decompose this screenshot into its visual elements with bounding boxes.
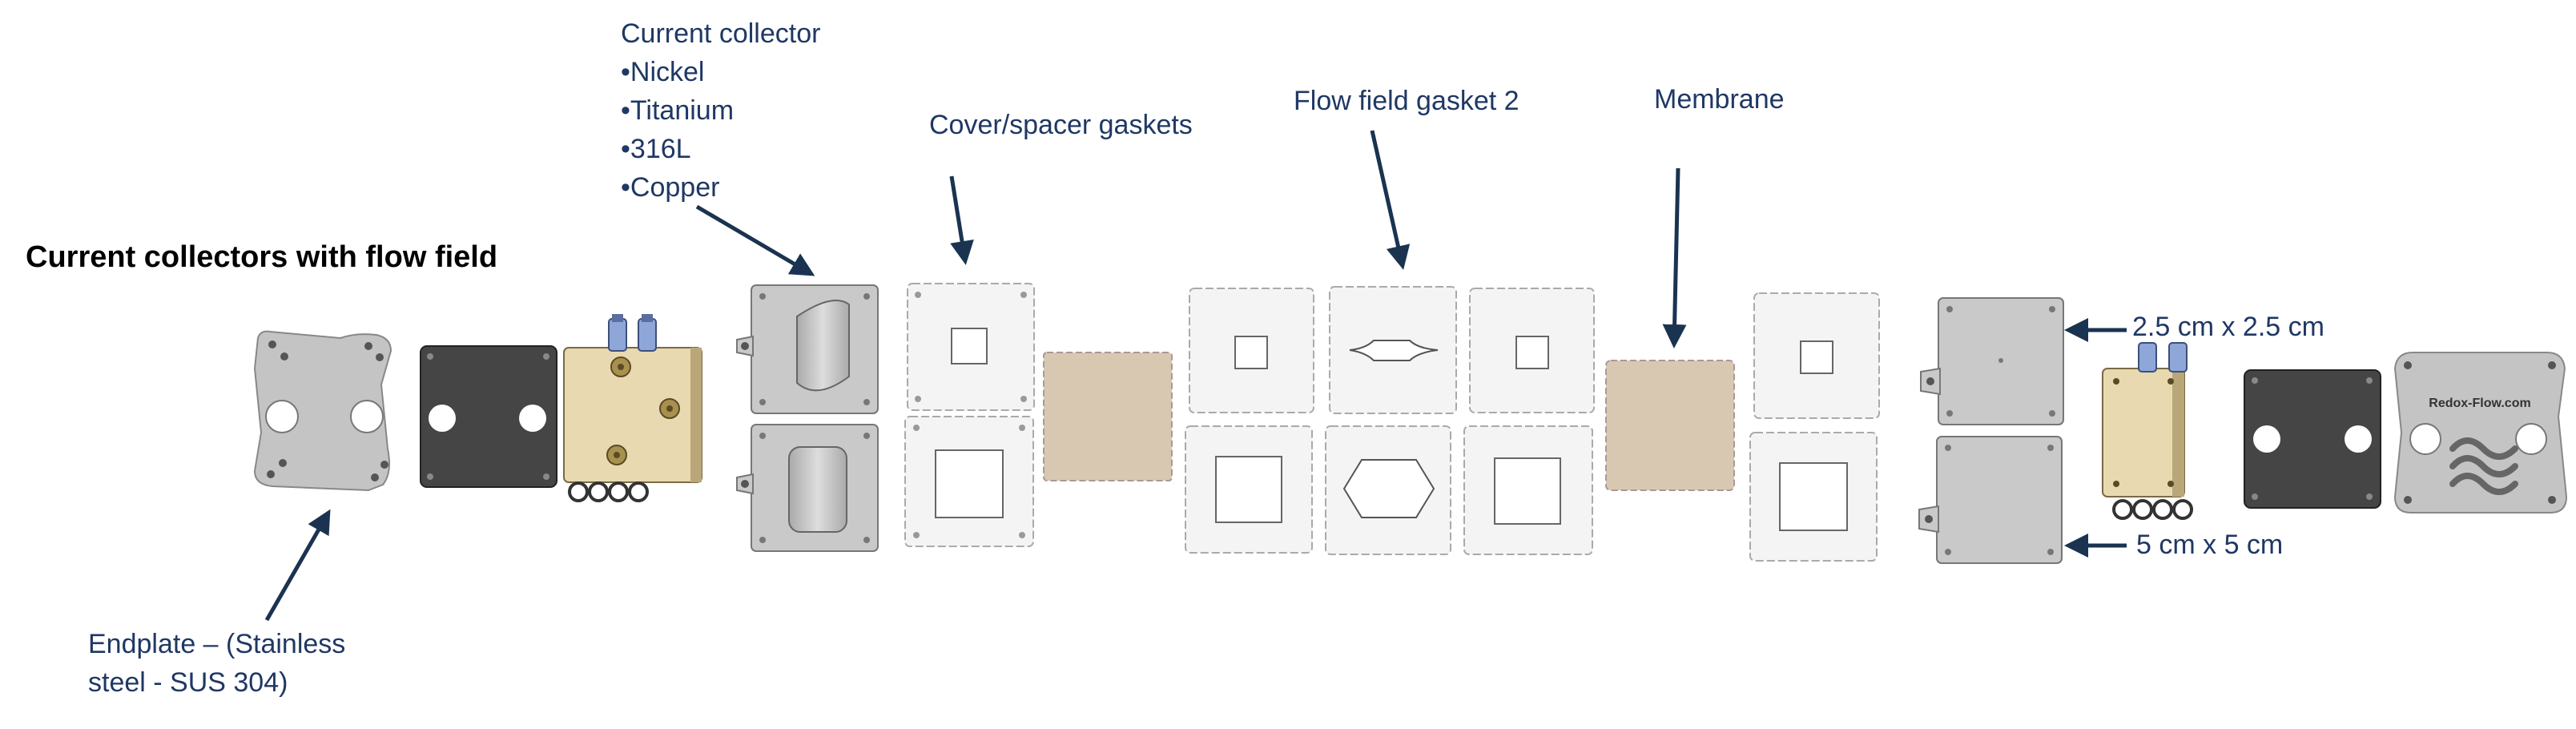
current-collector-item: Titanium: [621, 91, 820, 130]
fitting-icons: [608, 314, 657, 352]
collector-plate-large: [1918, 436, 2063, 564]
left-brass-collector: [563, 314, 702, 502]
o-ring-icons: [568, 481, 649, 502]
logo-text: Redox-Flow.com: [2429, 397, 2530, 410]
flow-field-collector-top: [736, 284, 879, 414]
callout-arrows: [264, 130, 2127, 622]
left-insulating-plate: [420, 345, 557, 488]
arrow-endplate: [264, 509, 331, 622]
label-membrane: Membrane: [1654, 84, 1785, 115]
label-current-collector: Current collector Nickel Titanium 316L C…: [621, 14, 820, 207]
membrane-sheet: [1605, 360, 1735, 491]
label-flow-field-gasket: Flow field gasket 2: [1294, 86, 1519, 116]
gasket-column-1: [1185, 288, 1314, 554]
left-endplate: [253, 330, 392, 492]
label-size-small: 2.5 cm x 2.5 cm: [2132, 312, 2324, 342]
current-collector-item: Copper: [621, 168, 820, 207]
arrow-cover-gasket: [949, 175, 974, 265]
flow-field-collector-bottom: [736, 424, 879, 552]
current-collector-item: 316L: [621, 130, 820, 168]
flow-field-gasket: [1325, 286, 1457, 555]
label-size-large: 5 cm x 5 cm: [2136, 530, 2284, 560]
current-collector-item: Nickel: [621, 53, 820, 91]
wave-logo-icon: [2449, 437, 2518, 495]
arrow-membrane: [1662, 167, 1687, 348]
arrow-current-collector: [695, 204, 815, 276]
collector-plate-small: [1920, 297, 2064, 425]
cover-gasket-large-window: [904, 416, 1034, 547]
felt-electrode-left: [1043, 352, 1173, 481]
endplate-line-2: steel - SUS 304): [88, 667, 288, 698]
right-insulating-plate: [2244, 369, 2381, 509]
label-cover-spacer-gaskets: Cover/spacer gaskets: [929, 110, 1193, 140]
right-endplate: Redox-Flow.com: [2393, 352, 2568, 514]
label-endplate: Endplate – (Stainless steel - SUS 304): [88, 625, 345, 702]
cover-gasket-small-window: [907, 283, 1035, 411]
arrow-flow-field-gasket: [1370, 130, 1411, 270]
diagram-title: Current collectors with flow field: [26, 240, 498, 274]
gasket-column-3: [1463, 288, 1595, 555]
gasket-column-right: [1749, 292, 1880, 562]
current-collector-heading: Current collector: [621, 18, 821, 49]
endplate-line-1: Endplate – (Stainless: [88, 629, 346, 659]
right-brass-collector: [2102, 342, 2193, 520]
